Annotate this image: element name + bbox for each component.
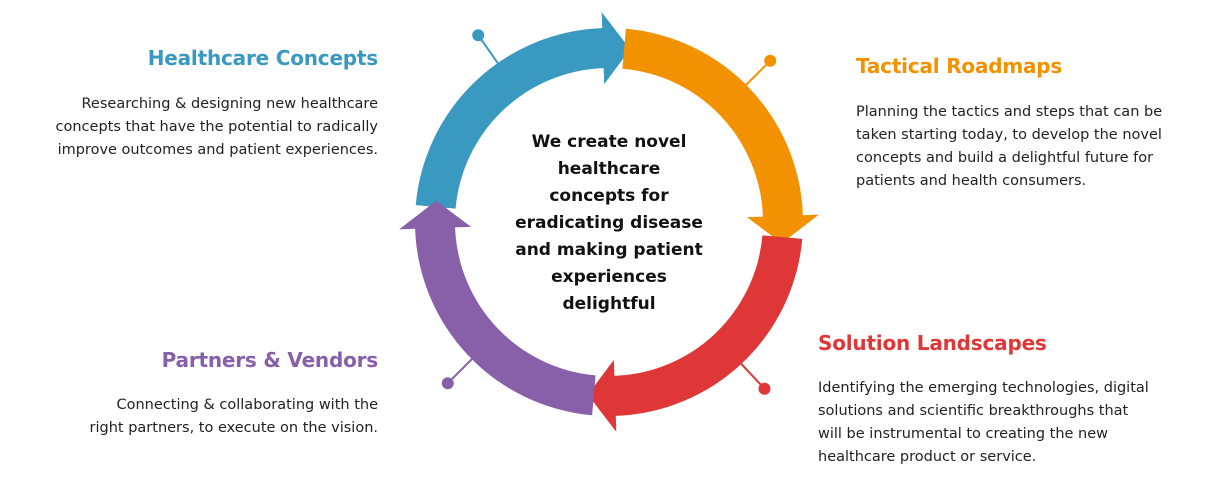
- healthcare-concepts-block: Healthcare Concepts Researching & design…: [0, 45, 379, 162]
- connector-dots: [441, 29, 777, 395]
- tactical-roadmaps-text: Planning the tactics and steps that can …: [856, 104, 1163, 189]
- partners-vendors-text: Connecting & collaborating with the righ…: [89, 397, 378, 436]
- orange-connector-dot: [764, 54, 777, 67]
- partners-vendors-title: Partners & Vendors: [161, 348, 379, 372]
- purple-arrow: [399, 200, 596, 416]
- healthcare-concepts-text: Researching & designing new healthcare c…: [55, 96, 378, 158]
- purple-connector-line: [447, 357, 474, 384]
- blue-connector-dot: [472, 29, 485, 42]
- solution-landscapes-title: Solution Landscapes: [818, 331, 1047, 355]
- red-arrow: [587, 235, 803, 432]
- tactical-roadmaps-title: Tactical Roadmaps: [856, 54, 1063, 78]
- cycle-arrows: [399, 12, 819, 432]
- solution-landscapes-block: Solution Landscapes Identifying the emer…: [818, 330, 1198, 469]
- partners-vendors-block: Partners & Vendors Connecting & collabor…: [0, 347, 379, 440]
- blue-arrow: [415, 12, 631, 209]
- red-connector-dot: [758, 382, 771, 395]
- blue-connector-line: [477, 34, 500, 66]
- purple-connector-dot: [441, 377, 454, 390]
- healthcare-concepts-title: Healthcare Concepts: [147, 46, 378, 70]
- orange-arrow: [622, 28, 819, 244]
- tactical-roadmaps-block: Tactical Roadmaps Planning the tactics a…: [856, 53, 1216, 193]
- center-statement: We create novel healthcare concepts for …: [515, 132, 703, 314]
- solution-landscapes-text: Identifying the emerging technologies, d…: [818, 380, 1149, 465]
